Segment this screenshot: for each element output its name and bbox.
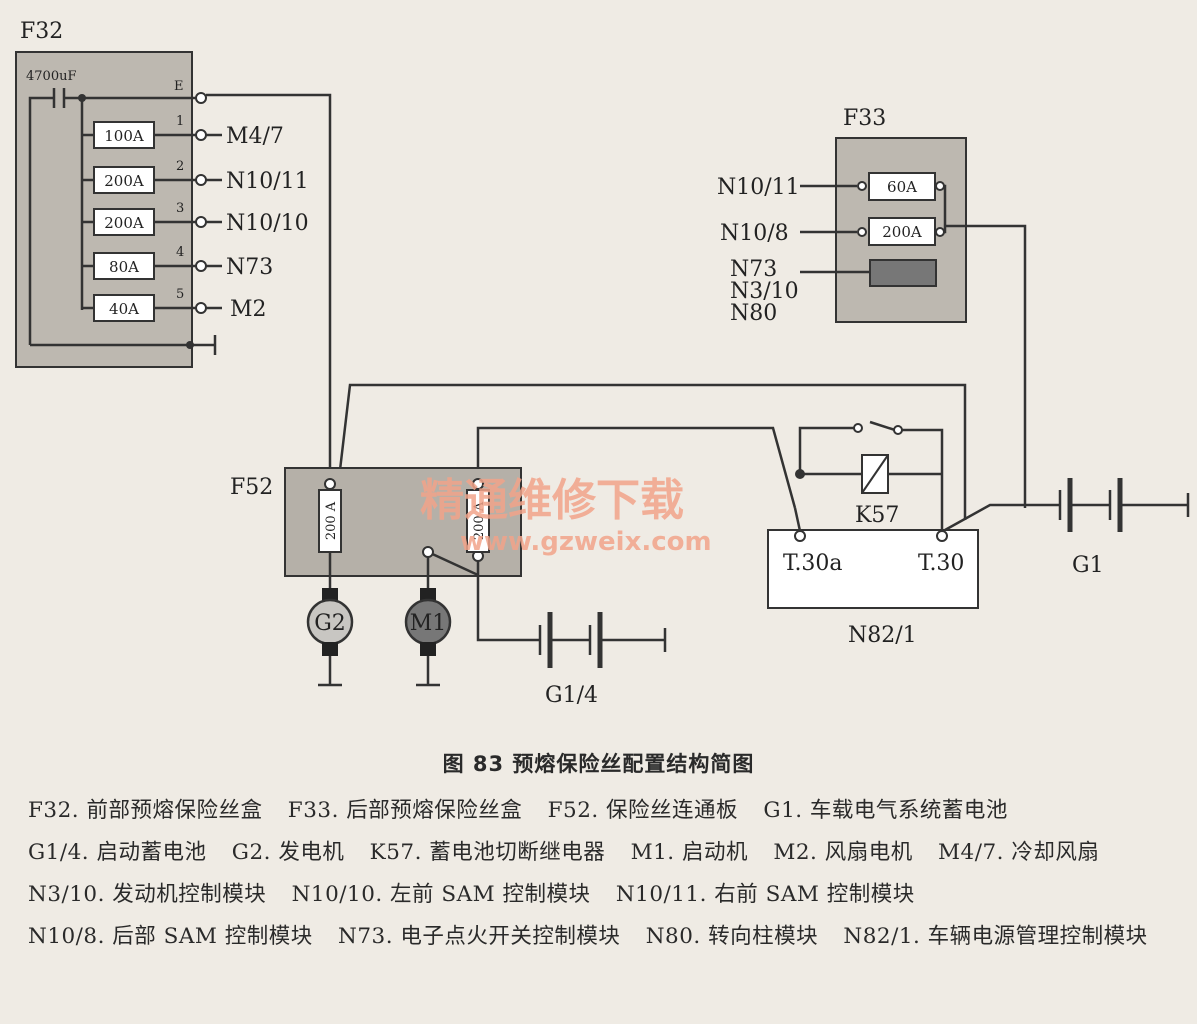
legend-item: M1. 启动机 <box>630 840 748 865</box>
fuse-rating: 80A <box>109 258 139 276</box>
legend-item: M4/7. 冷却风扇 <box>938 840 1100 865</box>
f32-title: F32 <box>20 19 63 44</box>
g1-label: G1 <box>1072 553 1104 578</box>
f52-title: F52 <box>230 475 273 500</box>
f32-fuse-row-2: 200A 2 N10/11 <box>82 159 309 194</box>
k57-label: K57 <box>855 503 899 528</box>
fuse-number: 4 <box>176 245 184 260</box>
n82-1-label: N82/1 <box>848 623 917 648</box>
f32-fuse-row-4: 80A 4 N73 <box>82 245 273 280</box>
legend-item: N82/1. 车辆电源管理控制模块 <box>843 924 1148 949</box>
n82-1-module: T.30a T.30 N82/1 <box>767 507 979 648</box>
f33-multi-label: N80 <box>730 301 777 326</box>
g2-generator: G2 <box>306 588 354 687</box>
legend-item: F52. 保险丝连通板 <box>547 798 739 823</box>
fuse-target-label: M4/7 <box>226 124 284 149</box>
f52-fuse-left-rating: 200 A <box>324 501 339 540</box>
figure-legend: F32. 前部预熔保险丝盒 F33. 后部预熔保险丝盒 F52. 保险丝连通板 … <box>28 790 1178 958</box>
g1-4-starter-battery <box>538 612 667 668</box>
f33-multi-label: N3/10 <box>730 279 799 304</box>
f32-fuse-box: F32 4700uF E 100A 1 M4/7 20 <box>15 19 309 368</box>
legend-item: G1. 车载电气系统蓄电池 <box>763 798 1008 823</box>
g1-4-label: G1/4 <box>545 683 598 708</box>
fuse-target-label: N73 <box>226 255 273 280</box>
legend-item: N10/11. 右前 SAM 控制模块 <box>615 882 915 907</box>
legend-item: N73. 电子点火开关控制模块 <box>338 924 621 949</box>
g1-onboard-battery <box>1050 478 1190 532</box>
legend-item: G2. 发电机 <box>231 840 345 865</box>
fuse-rating: 40A <box>109 300 139 318</box>
t30-terminal-label: T.30 <box>918 551 964 576</box>
legend-item: N80. 转向柱模块 <box>645 924 819 949</box>
k57-relay: K57 <box>850 454 910 528</box>
f32-fuse-row-5: 40A 5 M2 <box>82 287 267 322</box>
fuse-rating: 100A <box>104 127 144 145</box>
f32-fuse-row-3: 200A 3 N10/10 <box>82 201 309 236</box>
fuse-target-label: N10/10 <box>226 211 309 236</box>
legend-item: F32. 前部预熔保险丝盒 <box>28 798 263 823</box>
f52-fuse-bridge: F52 200 A 200 A <box>230 467 540 642</box>
capacitor-label: 4700uF <box>26 69 76 84</box>
m1-label: M1 <box>410 611 447 636</box>
f33-multi-label: N73 <box>730 257 777 282</box>
f33-source-label: N10/11 <box>717 175 800 200</box>
figure-caption-title: 图 83 预熔保险丝配置结构简图 <box>442 752 755 776</box>
terminal-e-label: E <box>174 79 184 94</box>
legend-item: M2. 风扇电机 <box>773 840 913 865</box>
f52-fuse-right-rating: 200 A <box>472 501 487 540</box>
fuse-number: 3 <box>176 201 184 216</box>
watermark-url: www.gzweix.com <box>460 527 712 557</box>
legend-item: G1/4. 启动蓄电池 <box>28 840 207 865</box>
f33-source-label: N10/8 <box>720 221 789 246</box>
t30a-terminal-label: T.30a <box>783 551 843 576</box>
m1-starter: M1 <box>404 588 452 687</box>
f33-fuse-rating: 200A <box>882 223 922 241</box>
legend-item: N3/10. 发动机控制模块 <box>28 882 267 907</box>
legend-item: N10/8. 后部 SAM 控制模块 <box>28 924 313 949</box>
fuse-number: 1 <box>176 114 184 129</box>
g2-label: G2 <box>314 611 346 636</box>
legend-item: F33. 后部预熔保险丝盒 <box>287 798 523 823</box>
legend-item: N10/10. 左前 SAM 控制模块 <box>291 882 591 907</box>
fuse-target-label: M2 <box>230 297 267 322</box>
fuse-rating: 200A <box>104 214 144 232</box>
fuse-number: 5 <box>176 287 184 302</box>
fuse-number: 2 <box>176 159 184 174</box>
fuse-target-label: N10/11 <box>226 169 309 194</box>
watermark-text: 精通维修下载 <box>420 475 684 526</box>
f33-title: F33 <box>843 106 886 131</box>
legend-item: K57. 蓄电池切断继电器 <box>369 840 606 865</box>
fuse-rating: 200A <box>104 172 144 190</box>
f32-fuse-row-1: 100A 1 M4/7 <box>82 114 284 149</box>
f33-fuse-rating: 60A <box>887 178 917 196</box>
f33-fuse-box: F33 60A 200A N10/11 N10/8 N73 N3/10 N80 <box>717 106 1027 508</box>
